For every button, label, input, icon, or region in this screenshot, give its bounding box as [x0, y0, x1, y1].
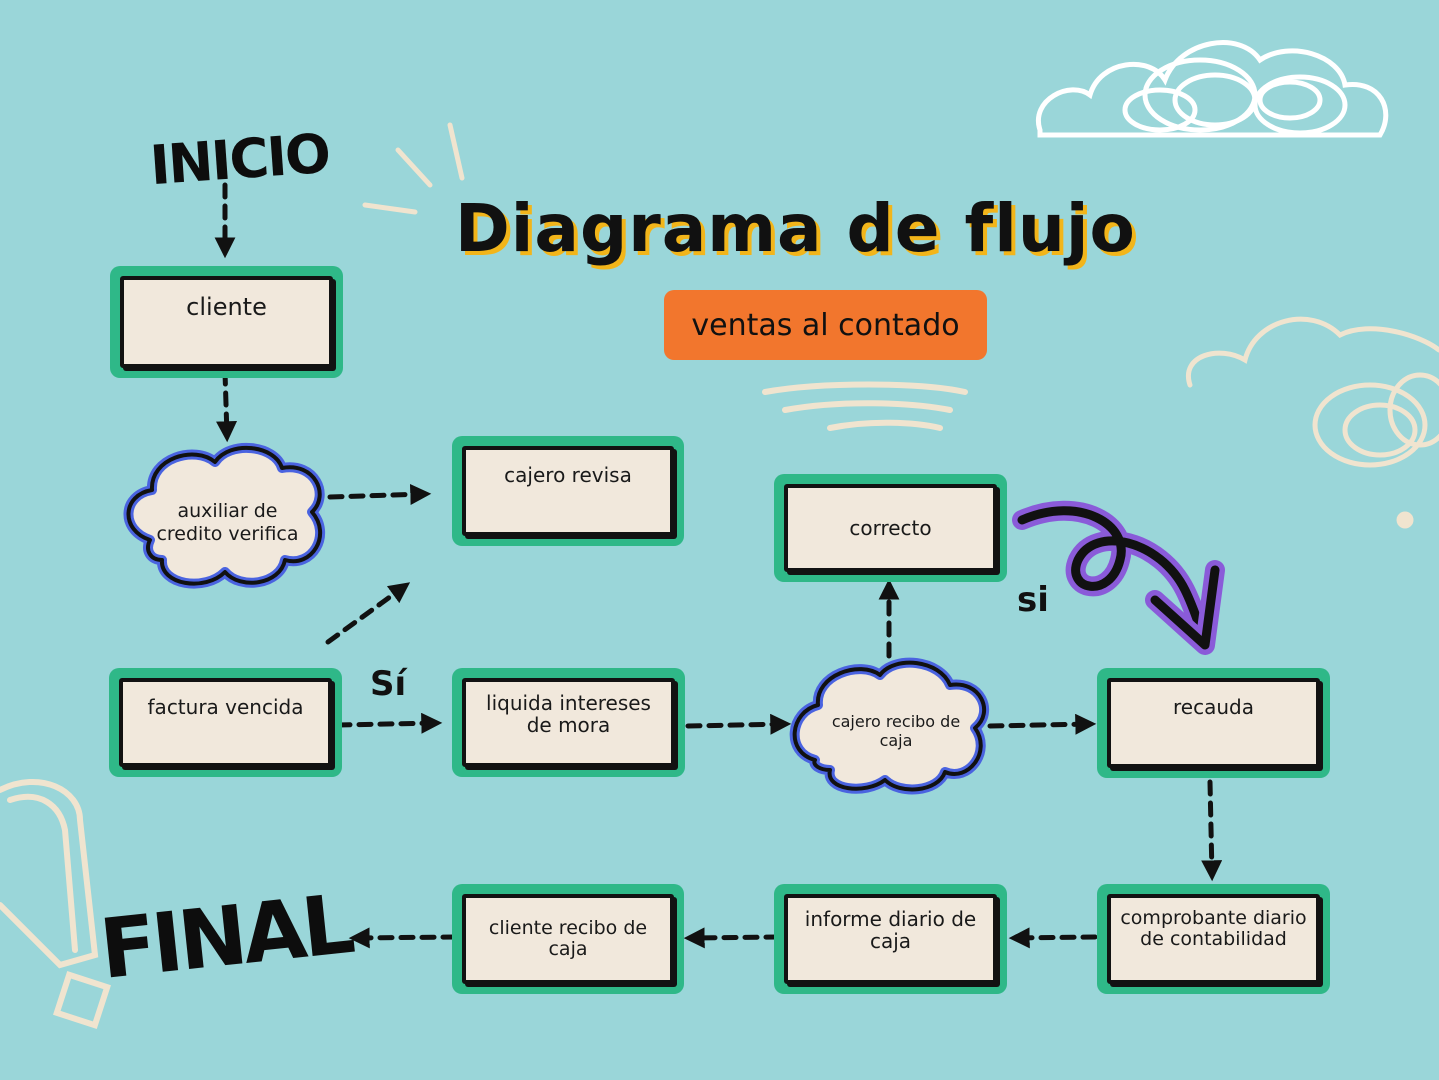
arrow-liquida-to-cajero-recibo	[685, 713, 792, 735]
arrow-factura-to-cajero-revisa	[325, 582, 411, 645]
node-cliente-recibo-label: cliente recibo de caja	[462, 894, 674, 984]
node-recauda-label: recauda	[1107, 678, 1320, 768]
arrow-auxiliar-to-cajero-revisa	[327, 483, 432, 505]
node-cajero-recibo-label: cajero recibo de caja	[831, 711, 961, 750]
node-cajero-revisa-label: cajero revisa	[462, 446, 674, 536]
node-liquida-label: liquida intereses de mora	[462, 678, 675, 767]
node-correcto-label: correcto	[784, 484, 997, 572]
node-factura-vencida-label: factura vencida	[119, 678, 332, 767]
arrow-comprobante-to-informe	[1008, 927, 1098, 949]
node-cliente: cliente	[110, 266, 343, 378]
arrow-factura-to-liquida	[335, 712, 443, 734]
doodle-cloud-right	[1185, 316, 1439, 529]
node-cajero-revisa: cajero revisa	[452, 436, 684, 546]
arrow-cliente-to-auxiliar	[216, 369, 238, 443]
arrow-recauda-to-comprobante	[1201, 779, 1223, 882]
arrow-cajero-recibo-to-recauda	[987, 713, 1097, 735]
doodle-exclamation	[0, 778, 111, 1029]
node-auxiliar-label: auxiliar de credito verifica	[156, 500, 299, 545]
subtitle-badge: ventas al contado	[664, 290, 987, 360]
node-correcto: correcto	[774, 474, 1007, 582]
node-cliente-recibo: cliente recibo de caja	[452, 884, 684, 994]
node-comprobante: comprobante diario de contabilidad	[1097, 884, 1330, 994]
doodle-swirl-lines	[762, 381, 968, 431]
node-liquida: liquida intereses de mora	[452, 668, 685, 777]
node-factura-vencida: factura vencida	[109, 668, 342, 777]
start-label: INICIO	[148, 121, 331, 198]
cloud-node-cajero-recibo	[789, 657, 990, 795]
page-title: Diagrama de flujo	[455, 190, 1136, 267]
doodle-burst-lines	[362, 122, 465, 215]
node-informe-label: informe diario de caja	[784, 894, 997, 984]
doodle-cloud-top-right	[1035, 40, 1389, 138]
edge-label-si-factura: Sí	[370, 664, 407, 704]
node-comprobante-label: comprobante diario de contabilidad	[1107, 894, 1320, 984]
swirl-arrow-correcto-to-recauda	[1012, 500, 1225, 655]
arrow-informe-to-cliente-recibo	[683, 927, 781, 949]
node-informe: informe diario de caja	[774, 884, 1007, 994]
arrow-cliente-recibo-to-final	[348, 927, 458, 949]
cloud-node-auxiliar	[123, 442, 326, 589]
node-recauda: recauda	[1097, 668, 1330, 778]
node-cliente-label: cliente	[120, 276, 333, 368]
edge-label-si-correcto: si	[1017, 580, 1049, 620]
